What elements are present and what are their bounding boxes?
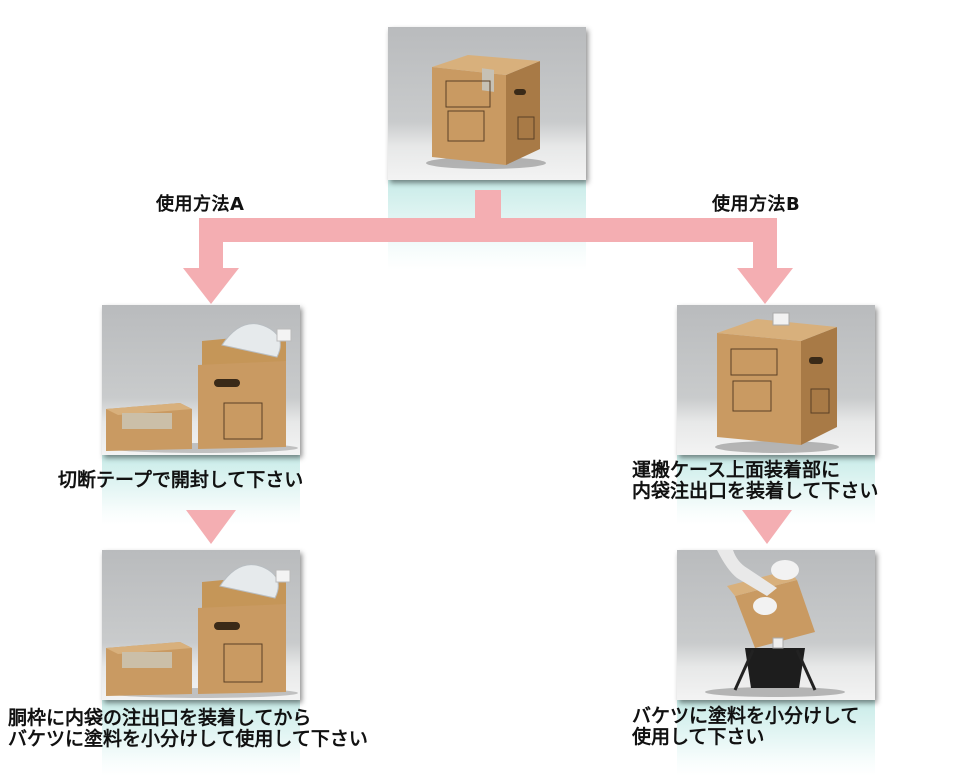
step-b1-line: 運搬ケース上面装着部に [632,459,841,481]
arrow-branch-bar [199,218,777,242]
photo-reflection-b2 [677,700,875,776]
photo-reflection-a2 [102,700,300,776]
step-a2-line: 胴枠に内袋の注出口を装着してから [8,707,312,729]
photo-pouring-into-bucket [677,550,875,700]
photo-sealed-carton [388,27,586,180]
method-b-label: 使用方法B [712,194,801,215]
arrow-right-drop [753,218,777,270]
step-a1-line: 切断テープで開封して下さい [58,469,304,491]
step-a1-caption: 切断テープで開封して下さい [58,470,303,491]
step-a2-caption: 胴枠に内袋の注出口を装着してから バケツに塗料を小分けして使用して下さい [8,708,368,750]
step-a2-line: バケツに塗料を小分けして使用して下さい [8,728,368,750]
step-b1-line: 内袋注出口を装着して下さい [632,480,879,502]
arrow-right-head [737,268,793,304]
arrow-a-step-down [186,510,236,544]
photo-spout-mounted-frame [102,550,300,700]
arrow-b-step-down [742,510,792,544]
step-b2-line: バケツに塗料を小分けして [632,705,860,727]
photo-spout-on-case-top [677,305,875,455]
step-b2-caption: バケツに塗料を小分けして 使用して下さい [632,706,859,748]
step-b1-caption: 運搬ケース上面装着部に 内袋注出口を装着して下さい [632,460,878,502]
arrow-left-head [183,268,239,304]
step-b2-line: 使用して下さい [632,726,765,748]
method-a-label: 使用方法A [156,194,245,215]
arrow-stem [475,190,501,220]
arrow-left-drop [199,218,223,270]
photo-opened-carton [102,305,300,455]
